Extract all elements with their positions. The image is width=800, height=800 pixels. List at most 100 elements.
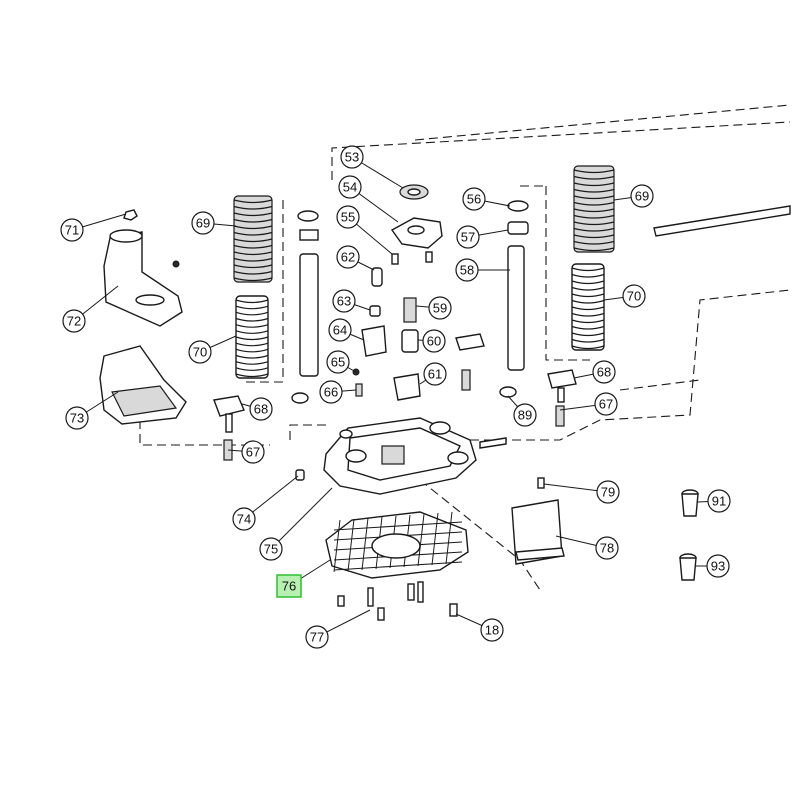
spring-part-69-right bbox=[573, 165, 615, 253]
callout-number: 66 bbox=[324, 385, 338, 400]
callout-number: 54 bbox=[343, 180, 357, 195]
sleeve-part-60 bbox=[401, 329, 419, 353]
callout-59[interactable]: 59 bbox=[428, 296, 452, 320]
bracket-part-62 bbox=[371, 267, 383, 287]
callout-89[interactable]: 89 bbox=[513, 403, 537, 427]
callout-number: 70 bbox=[193, 345, 207, 360]
grid-line bbox=[361, 517, 369, 571]
callout-number: 62 bbox=[341, 250, 355, 265]
callout-56[interactable]: 56 bbox=[462, 187, 486, 211]
callout-circle bbox=[596, 480, 620, 504]
callout-number: 68 bbox=[254, 402, 268, 417]
callout-62[interactable]: 62 bbox=[336, 245, 360, 269]
spring-coil bbox=[571, 325, 605, 330]
callout-57[interactable]: 57 bbox=[456, 225, 480, 249]
callout-68[interactable]: 68 bbox=[249, 397, 273, 421]
callout-79[interactable]: 79 bbox=[596, 480, 620, 504]
callout-circle bbox=[592, 360, 616, 384]
callout-circle bbox=[60, 218, 84, 242]
callout-91[interactable]: 91 bbox=[707, 489, 731, 513]
spring-coil bbox=[233, 218, 273, 223]
spring-coil bbox=[235, 317, 269, 322]
callout-67[interactable]: 67 bbox=[594, 392, 618, 416]
spring-coil bbox=[233, 238, 273, 243]
callout-73[interactable]: 73 bbox=[65, 406, 89, 430]
callout-number: 79 bbox=[601, 485, 615, 500]
callout-circle bbox=[326, 350, 350, 374]
callout-69[interactable]: 69 bbox=[630, 184, 654, 208]
callout-55[interactable]: 55 bbox=[336, 205, 360, 229]
callout-58[interactable]: 58 bbox=[455, 258, 479, 282]
callout-circle bbox=[259, 537, 283, 561]
callout-74[interactable]: 74 bbox=[232, 507, 256, 531]
spring-coil bbox=[573, 195, 615, 200]
callout-circle bbox=[62, 309, 86, 333]
callout-circle bbox=[455, 258, 479, 282]
spring-coil bbox=[573, 201, 615, 206]
callout-number: 77 bbox=[310, 630, 324, 645]
spring-coil bbox=[571, 345, 605, 350]
callout-number: 67 bbox=[246, 445, 260, 460]
callout-circle bbox=[462, 187, 486, 211]
callout-number: 69 bbox=[196, 216, 210, 231]
knob-part-68-right bbox=[547, 369, 577, 403]
spring-part-69-left bbox=[233, 195, 273, 283]
spring-coil bbox=[233, 264, 273, 269]
spring-coil bbox=[233, 205, 273, 210]
callout-61[interactable]: 61 bbox=[423, 362, 447, 386]
spring-coil bbox=[235, 342, 269, 347]
callout-65[interactable]: 65 bbox=[326, 350, 350, 374]
callout-18[interactable]: 18 bbox=[480, 618, 504, 642]
callout-78[interactable]: 78 bbox=[595, 536, 619, 560]
block-part-64 bbox=[361, 325, 387, 357]
callout-67[interactable]: 67 bbox=[241, 440, 265, 464]
spring-coil bbox=[573, 169, 615, 174]
spring-coil bbox=[233, 231, 273, 236]
callout-63[interactable]: 63 bbox=[332, 289, 356, 313]
callout-60[interactable]: 60 bbox=[422, 329, 446, 353]
spring-coil bbox=[235, 324, 269, 328]
screw-part-74 bbox=[295, 469, 305, 481]
callout-number: 55 bbox=[341, 210, 355, 225]
callout-circle bbox=[423, 362, 447, 386]
callout-circle bbox=[456, 225, 480, 249]
callout-53[interactable]: 53 bbox=[340, 145, 364, 169]
callout-number: 65 bbox=[331, 355, 345, 370]
callout-75[interactable]: 75 bbox=[259, 537, 283, 561]
callout-70[interactable]: 70 bbox=[188, 340, 212, 364]
callout-circle bbox=[428, 296, 452, 320]
callout-circle bbox=[594, 392, 618, 416]
callout-77[interactable]: 77 bbox=[305, 625, 329, 649]
spring-coil bbox=[235, 367, 269, 371]
grid-line bbox=[431, 512, 439, 566]
callout-number: 74 bbox=[237, 512, 251, 527]
grid-line bbox=[417, 513, 425, 567]
callout-76[interactable]: 76 bbox=[276, 574, 302, 598]
bracket-plate-part-78 bbox=[511, 499, 565, 565]
callout-69[interactable]: 69 bbox=[191, 211, 215, 235]
spring-part-59 bbox=[403, 297, 417, 323]
spring-part-70-left bbox=[235, 295, 269, 379]
leader-line-75 bbox=[270, 487, 333, 550]
callout-circle bbox=[65, 406, 89, 430]
callout-70[interactable]: 70 bbox=[622, 284, 646, 308]
callout-64[interactable]: 64 bbox=[328, 318, 352, 342]
callout-number: 72 bbox=[67, 314, 81, 329]
washer-part-56 bbox=[507, 200, 529, 212]
callout-number: 53 bbox=[345, 150, 359, 165]
callout-number: 59 bbox=[433, 301, 447, 316]
spring-coil bbox=[573, 188, 615, 193]
spring-coil bbox=[573, 221, 615, 226]
callout-71[interactable]: 71 bbox=[60, 218, 84, 242]
callout-93[interactable]: 93 bbox=[706, 554, 730, 578]
callout-circle bbox=[622, 284, 646, 308]
spring-coil bbox=[235, 330, 269, 334]
grid-line bbox=[333, 519, 341, 573]
callout-66[interactable]: 66 bbox=[319, 380, 343, 404]
callout-68[interactable]: 68 bbox=[592, 360, 616, 384]
callout-number: 91 bbox=[712, 494, 726, 509]
callout-54[interactable]: 54 bbox=[338, 175, 362, 199]
callout-72[interactable]: 72 bbox=[62, 309, 86, 333]
spring-coil bbox=[233, 277, 273, 282]
